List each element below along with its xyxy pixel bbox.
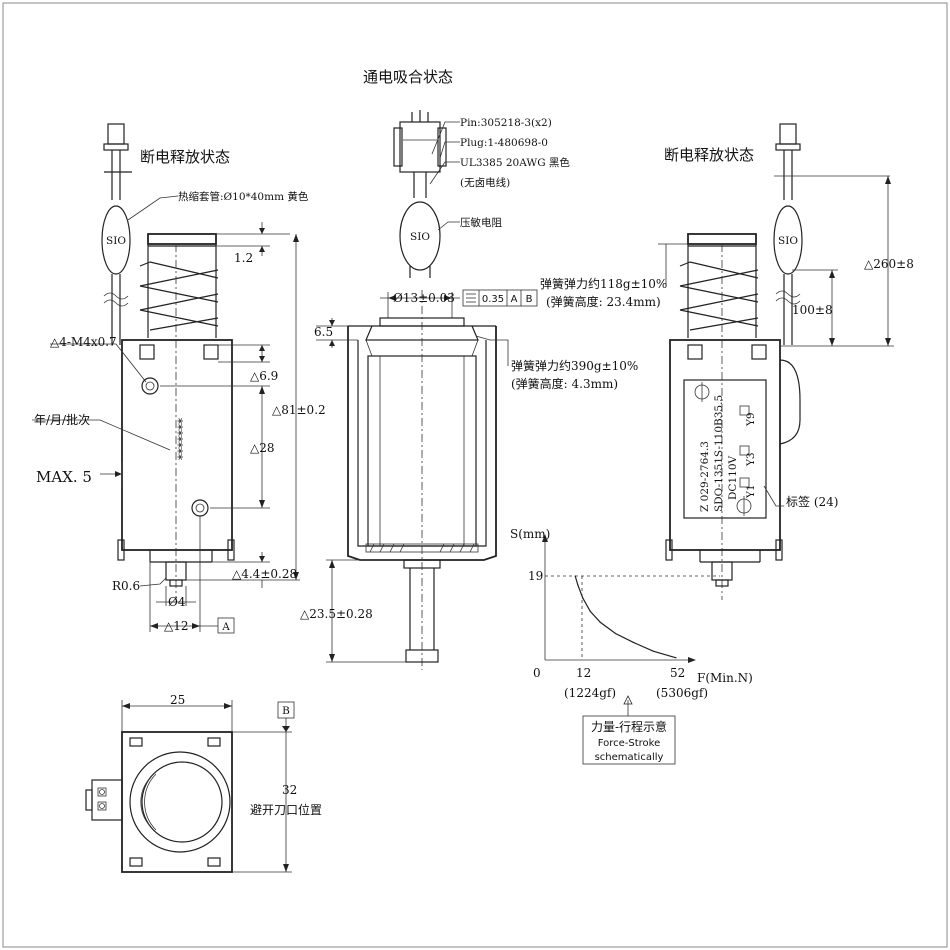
curve-point <box>652 650 654 652</box>
flatness-value: 0.35 <box>482 294 504 305</box>
label-line2: SDO-1351S-110B35.5 <box>713 395 725 512</box>
dia13-label: Ø13±0.03 <box>393 291 455 305</box>
bottom-view: 25 B 32 避开刀口位置 <box>85 693 322 873</box>
datum-b: B <box>282 705 290 717</box>
right-sio-oval <box>773 205 803 275</box>
date-code-label: 年/月/批次 <box>34 412 90 427</box>
left-body <box>121 339 233 551</box>
chart-ylabel: S(mm) <box>510 527 550 541</box>
chart-legend-title: 力量-行程示意 <box>591 719 667 734</box>
bottom-body <box>121 731 233 873</box>
dim-100: 100±8 <box>792 303 833 317</box>
dim-6-9: △6.9 <box>250 369 278 383</box>
product-label <box>683 379 767 519</box>
chart-legend-line1: Force-Stroke <box>598 738 661 749</box>
left-state-title: 断电释放状态 <box>140 148 230 166</box>
force-stroke-chart: S(mm) F(Min.N) 19 0 12 52 (1224gf) (5306… <box>510 527 753 765</box>
label-line1: Z 029-2764.3 <box>699 441 711 512</box>
date-code-stars: ******* <box>171 418 185 460</box>
opt-y1: Y1 <box>745 484 757 499</box>
dim-25: 25 <box>170 693 185 707</box>
sio-label-center: SIO <box>410 231 430 243</box>
heat-shrink-spec: 热缩套管:Ø10*40mm 黄色 <box>178 190 309 203</box>
r06-label: R0.6 <box>112 579 140 593</box>
chart-legend-line2: schematically <box>595 752 664 763</box>
curve-point <box>614 632 617 635</box>
center-state-title: 通电吸合状态 <box>363 68 453 86</box>
chart-xlabel: F(Min.N) <box>697 671 753 685</box>
chart-xtick-0: 0 <box>533 666 541 680</box>
curve-point <box>574 575 576 577</box>
curve-point <box>599 621 602 624</box>
dim-12: △12 <box>164 619 189 633</box>
flatness-datum-b: B <box>526 294 533 305</box>
dim-23-5: △23.5±0.28 <box>300 607 373 621</box>
spring2-height: (弹簧高度: 4.3mm) <box>511 376 618 391</box>
center-view: Ø13±0.03 0.35 A B <box>300 289 638 670</box>
right-spring <box>679 261 759 331</box>
wire-note: (无卤电线) <box>460 176 510 189</box>
spring1-force: 弹簧弹力约118g±10% <box>540 276 667 291</box>
center-connector: 通电吸合状态 SIO Pin:305218-3(x2) Plug:1-48069… <box>363 68 570 278</box>
right-sio-label: SIO <box>778 235 798 247</box>
spring2-force: 弹簧弹力约390g±10% <box>511 358 638 373</box>
left-spring <box>139 261 219 331</box>
chart-xnote-12: (1224gf) <box>564 686 616 700</box>
dim-4-4: △4.4±0.28 <box>232 567 297 581</box>
thread-spec: △4-M4x0.7 <box>50 335 117 349</box>
flatness-datum-a: A <box>511 294 518 305</box>
chart-legend-box <box>582 715 676 765</box>
curve-point <box>577 584 579 586</box>
bottom-connector <box>91 779 123 821</box>
dim-1-2: 1.2 <box>234 251 253 265</box>
opt-y3-box <box>739 445 750 456</box>
left-sio-label: SIO <box>106 235 126 247</box>
plug-body <box>399 121 441 173</box>
chart-xtick-12: 12 <box>576 666 591 680</box>
curve-point <box>582 597 584 599</box>
pin-spec: Pin:305218-3(x2) <box>460 117 552 129</box>
opt-y3: Y3 <box>745 452 757 467</box>
dia4-label: Ø4 <box>168 595 186 609</box>
bottom-note: 避开刀口位置 <box>250 802 322 817</box>
spring1-height: (弹簧高度: 23.4mm) <box>546 294 661 309</box>
wire-spec: UL3385 20AWG 黑色 <box>460 156 570 169</box>
label-callout: 标签 (24) <box>786 494 838 509</box>
right-state-title: 断电释放状态 <box>664 146 754 164</box>
right-view: 断电释放状态 SIO <box>540 123 914 600</box>
dim-6-5: 6.5 <box>314 325 333 339</box>
flatness-frame <box>462 289 538 307</box>
opt-y1-box <box>739 477 750 488</box>
dim-81: △81±0.2 <box>272 403 326 417</box>
chart-xnote-52: (5306gf) <box>656 686 708 700</box>
curve-point <box>632 641 634 643</box>
curve-point <box>589 610 591 613</box>
dim-28: △28 <box>250 441 275 455</box>
left-view: 断电释放状态 SIO 热缩套管:Ø10*40mm 黄色 <box>32 123 326 634</box>
varistor-label: 压敏电阻 <box>460 216 502 229</box>
datum-a-box <box>217 617 235 634</box>
label-line3: DC110V <box>727 456 739 500</box>
opt-y9: Y9 <box>745 412 757 427</box>
dim-32: 32 <box>282 783 297 797</box>
chart-ytick: 19 <box>528 569 543 583</box>
dim-260: △260±8 <box>864 257 914 271</box>
max5-label: MAX. 5 <box>36 468 92 486</box>
plug-spec: Plug:1-480698-0 <box>460 137 548 149</box>
datum-a: A <box>221 621 230 633</box>
right-body <box>669 339 781 551</box>
curve-point <box>675 657 677 659</box>
opt-y9-box <box>739 405 750 416</box>
varistor-oval <box>399 201 441 271</box>
force-stroke-curve <box>574 575 677 659</box>
chart-xtick-52: 52 <box>670 666 685 680</box>
left-sio-oval <box>101 205 131 275</box>
